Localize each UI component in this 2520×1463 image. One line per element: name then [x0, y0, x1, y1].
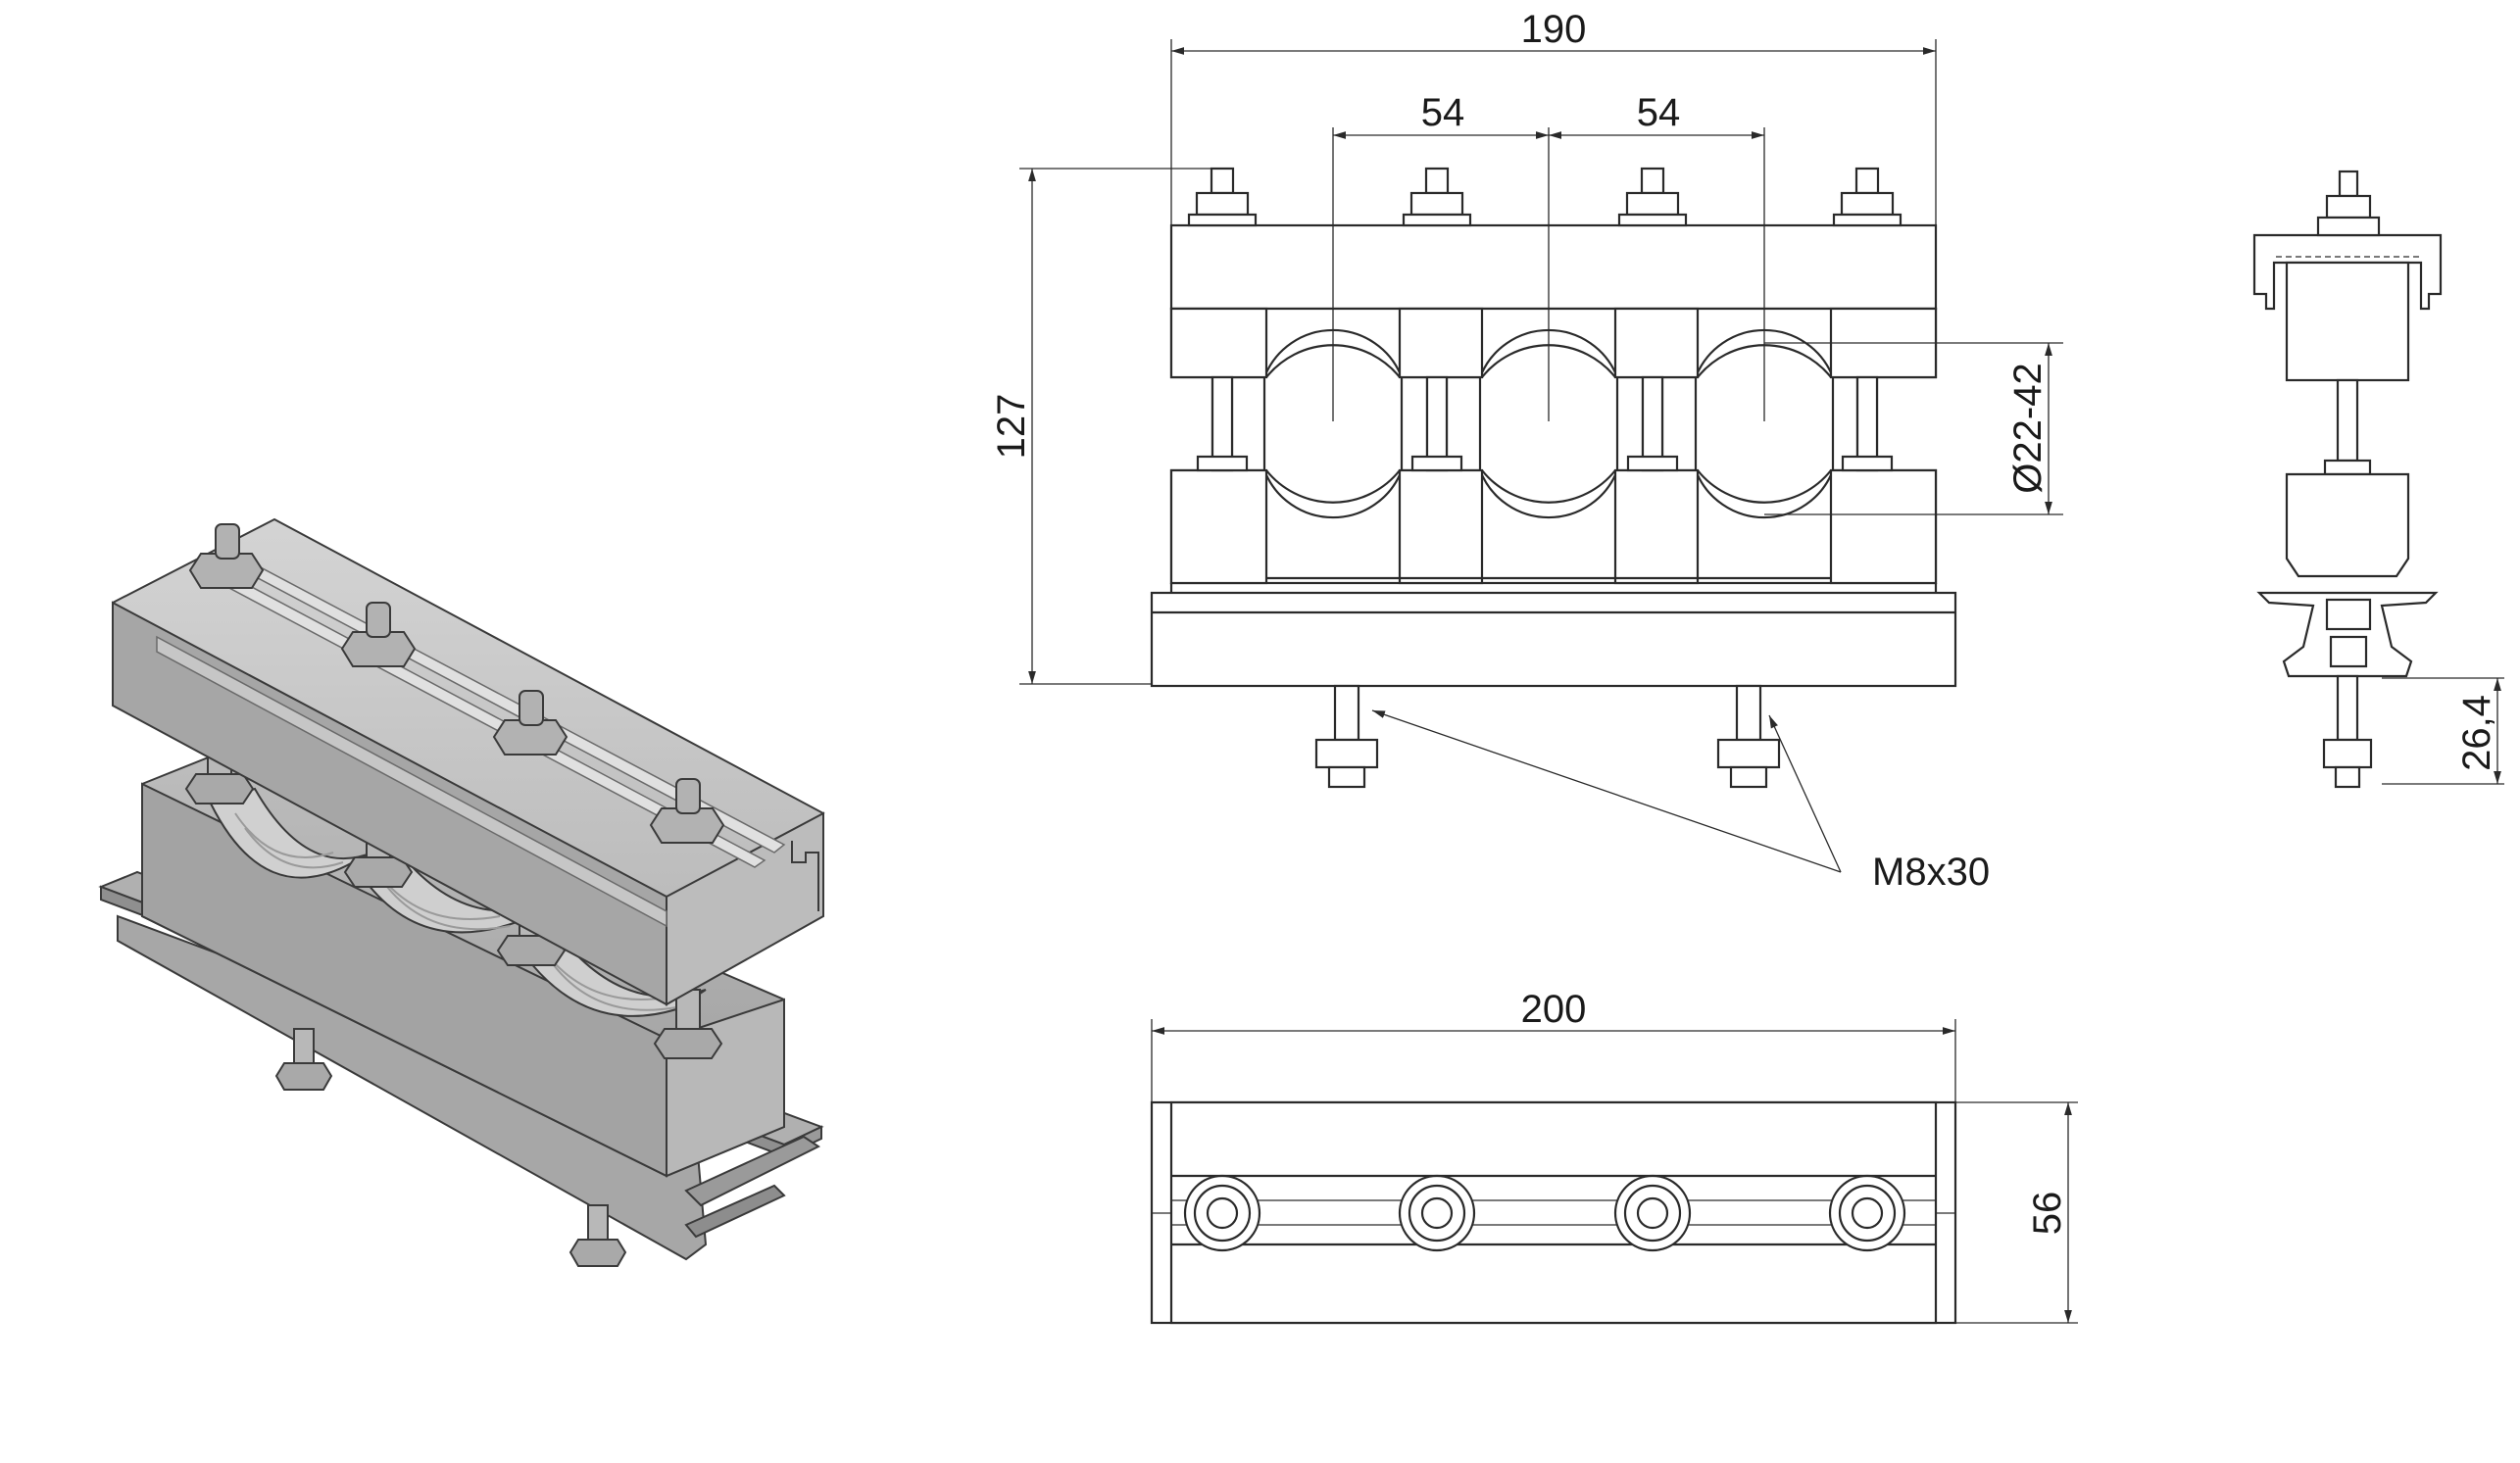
front-cable-openings [1262, 328, 1835, 519]
front-bottom-bolts [1314, 684, 1781, 789]
dim-54-right: 54 [1637, 91, 1681, 134]
label-m8x30: M8x30 [1872, 851, 1990, 894]
front-center-lines [1332, 127, 1765, 421]
front-dimensions: 190 54 54 127 Ø22-42 M8x30 [990, 8, 2063, 894]
side-lower-block [2285, 472, 2410, 578]
dim-54-left: 54 [1421, 91, 1465, 134]
front-mid-nuts [1196, 455, 1894, 472]
dim-56: 56 [2026, 1192, 2069, 1236]
top-bolts [188, 523, 725, 844]
dim-190: 190 [1521, 8, 1587, 51]
side-dimensions: 26,4 [2382, 677, 2504, 785]
side-upper-profile [2252, 233, 2443, 311]
front-upper-bar [1169, 223, 1938, 311]
front-view [1150, 127, 1957, 789]
side-view [2252, 170, 2443, 789]
front-base-rail [1150, 591, 1957, 688]
top-view-dimensions: 200 56 [1151, 988, 2078, 1324]
dim-127: 127 [990, 394, 1033, 460]
top-view-nuts [1183, 1174, 1906, 1252]
dim-200: 200 [1521, 988, 1587, 1031]
front-top-nuts [1187, 167, 1902, 227]
upper-clamp-block [111, 517, 825, 1006]
side-base-rail [2256, 591, 2439, 678]
side-upper-block [2285, 261, 2410, 382]
isometric-view [98, 517, 825, 1267]
top-view [1150, 1100, 1957, 1325]
dim-cable-diameter: Ø22-42 [2006, 363, 2050, 493]
dim-26-4: 26,4 [2455, 695, 2498, 771]
